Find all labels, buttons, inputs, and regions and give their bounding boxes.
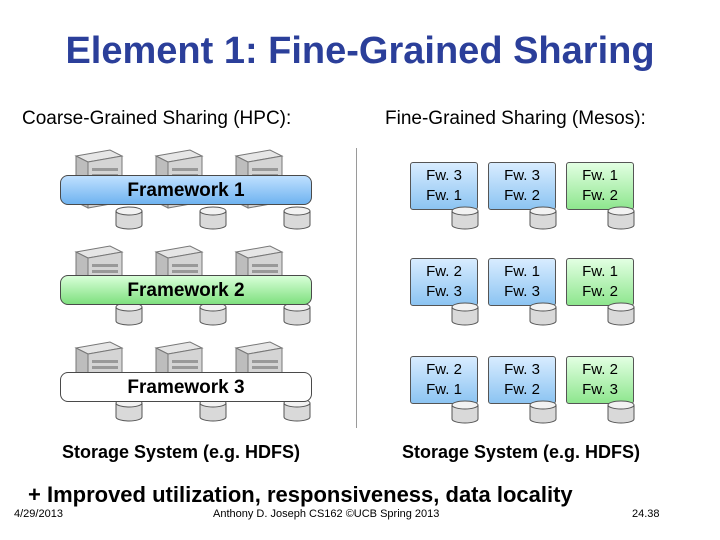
slot-cell: Fw. 2 Fw. 1: [410, 356, 478, 404]
slot-top-label: Fw. 2: [426, 263, 462, 280]
slot-cell: Fw. 2 Fw. 3: [410, 258, 478, 306]
slot-top-label: Fw. 1: [504, 263, 540, 280]
slot-cell: Fw. 3 Fw. 2: [488, 356, 556, 404]
disk-icon: [450, 302, 480, 326]
slot-top-label: Fw. 1: [582, 263, 618, 280]
slot-top-label: Fw. 3: [504, 167, 540, 184]
slot-cell: Fw. 3 Fw. 1: [410, 162, 478, 210]
slot-top-label: Fw. 2: [582, 361, 618, 378]
disk-icon: [606, 206, 636, 230]
slot-top-label: Fw. 3: [426, 167, 462, 184]
disk-icon: [528, 206, 558, 230]
slot-cell: Fw. 1 Fw. 2: [566, 258, 634, 306]
framework-1-bar: Framework 1: [60, 175, 312, 205]
slot-bottom-label: Fw. 3: [582, 381, 618, 398]
disk-icon: [528, 302, 558, 326]
disk-icon: [606, 302, 636, 326]
slot-bottom-label: Fw. 1: [426, 381, 462, 398]
slot-bottom-label: Fw. 3: [504, 283, 540, 300]
right-heading: Fine-Grained Sharing (Mesos):: [385, 108, 646, 129]
slot-top-label: Fw. 3: [504, 361, 540, 378]
disk-icon: [114, 302, 144, 326]
footer-date: 4/29/2013: [14, 508, 63, 520]
slot-bottom-label: Fw. 1: [426, 187, 462, 204]
slot-cell: Fw. 1 Fw. 3: [488, 258, 556, 306]
slot-cell: Fw. 2 Fw. 3: [566, 356, 634, 404]
slot-cell: Fw. 1 Fw. 2: [566, 162, 634, 210]
disk-icon: [450, 400, 480, 424]
framework-3-bar: Framework 3: [60, 372, 312, 402]
storage-label-right: Storage System (e.g. HDFS): [402, 442, 641, 462]
slot-bottom-label: Fw. 2: [504, 381, 540, 398]
disk-icon: [282, 206, 312, 230]
disk-icon: [282, 302, 312, 326]
slot-bottom-label: Fw. 2: [582, 283, 618, 300]
slot-bottom-label: Fw. 3: [426, 283, 462, 300]
improvement-text: + Improved utilization, responsiveness, …: [28, 482, 573, 507]
storage-label-left: Storage System (e.g. HDFS): [62, 442, 301, 462]
slide-title: Element 1: Fine-Grained Sharing: [65, 30, 655, 72]
disk-icon: [198, 302, 228, 326]
left-heading: Coarse-Grained Sharing (HPC):: [22, 108, 292, 129]
footer-author: Anthony D. Joseph CS162 ©UCB Spring 2013: [213, 508, 440, 520]
column-divider: [356, 148, 357, 428]
disk-icon: [606, 400, 636, 424]
slot-bottom-label: Fw. 2: [582, 187, 618, 204]
disk-icon: [114, 206, 144, 230]
slot-top-label: Fw. 1: [582, 167, 618, 184]
footer-page: 24.38: [632, 508, 660, 520]
slot-cell: Fw. 3 Fw. 2: [488, 162, 556, 210]
disk-icon: [528, 400, 558, 424]
framework-2-bar: Framework 2: [60, 275, 312, 305]
disk-icon: [450, 206, 480, 230]
slot-bottom-label: Fw. 2: [504, 187, 540, 204]
disk-icon: [198, 206, 228, 230]
slot-top-label: Fw. 2: [426, 361, 462, 378]
